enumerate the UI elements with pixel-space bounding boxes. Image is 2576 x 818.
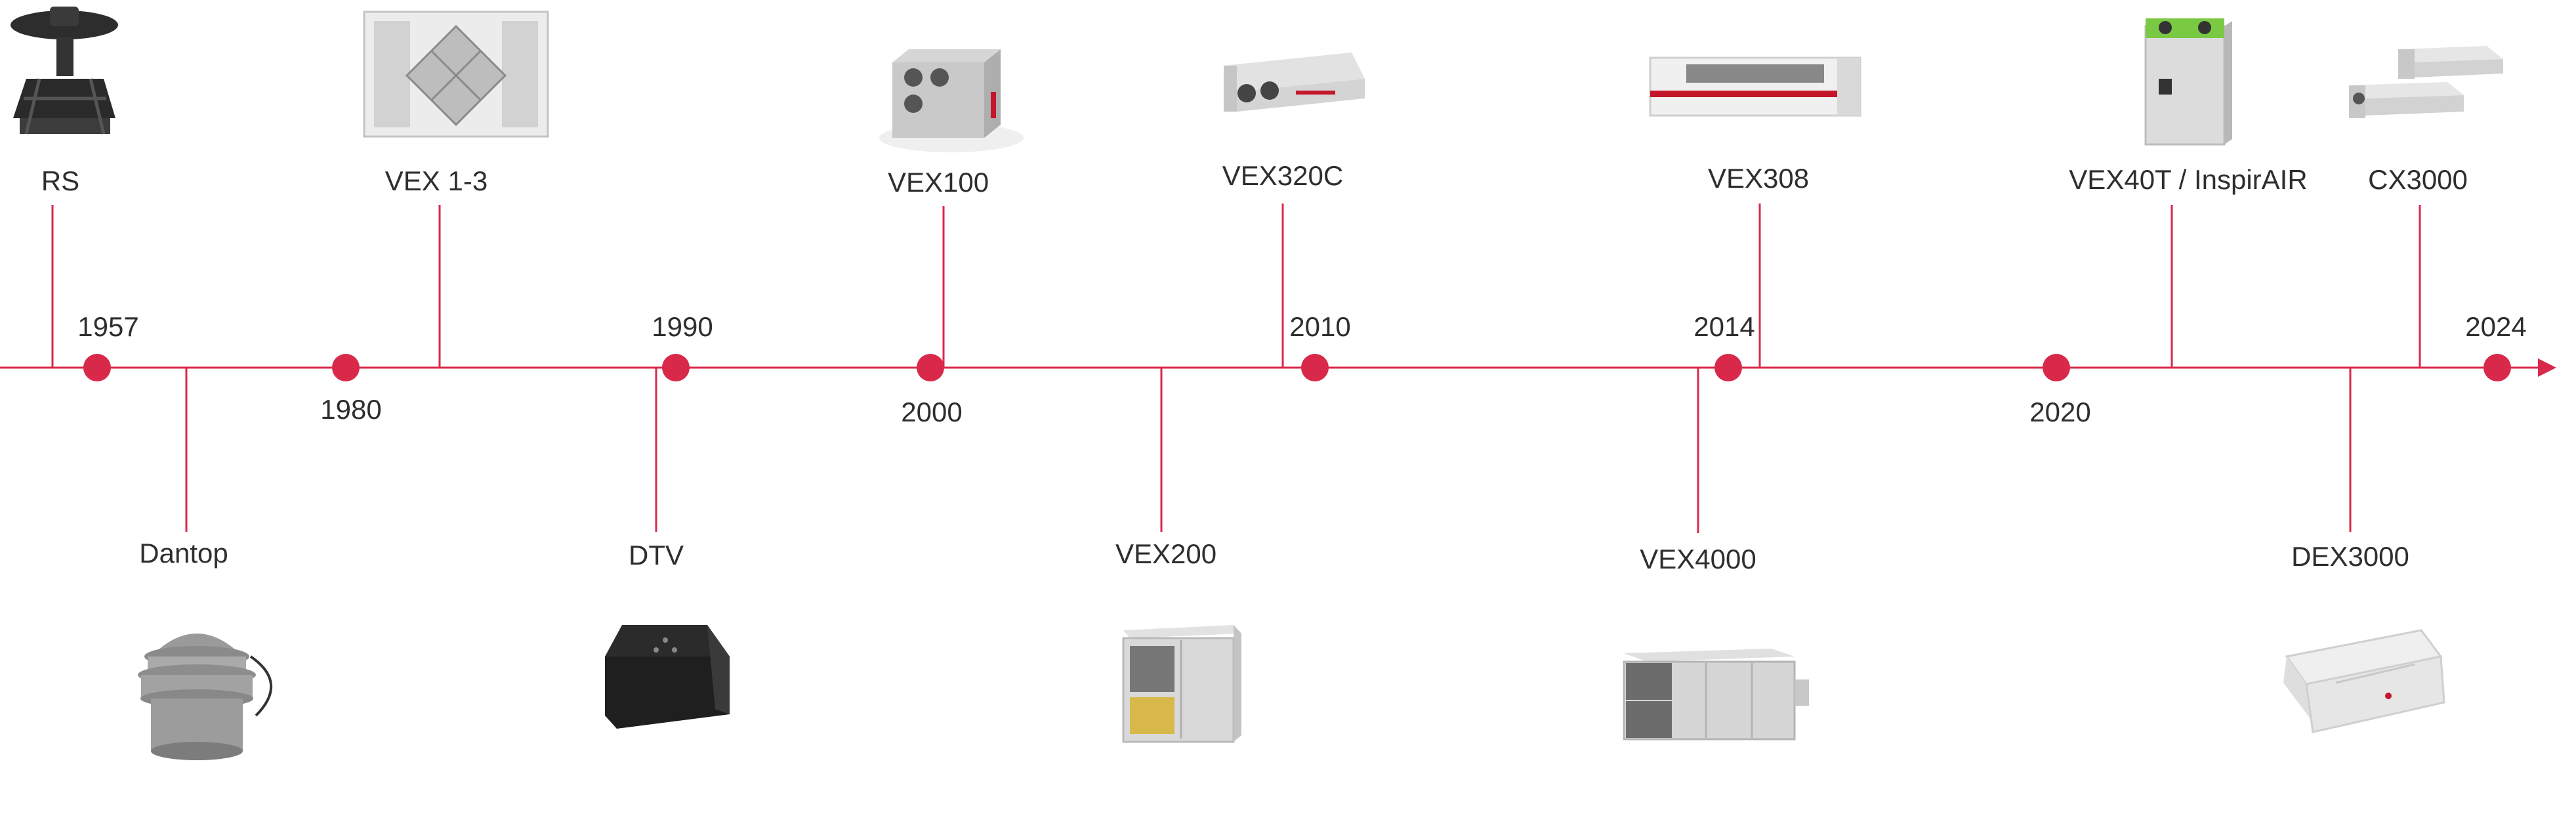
compact-unit-icon (879, 49, 1024, 152)
year-dot (1714, 354, 1742, 381)
product-label: Dantop (139, 538, 228, 569)
vertical-unit-icon (2144, 18, 2232, 146)
product-vex40t-inspirair: VEX40T / InspirAIR (2069, 18, 2308, 368)
year-label: 2014 (1693, 311, 1755, 342)
product-vex100: VEX100 (879, 49, 1024, 368)
year-dot (2043, 354, 2070, 381)
product-label: VEX320C (1222, 160, 1343, 191)
year-dot (332, 354, 360, 381)
product-label: VEX4000 (1640, 544, 1756, 574)
product-label: RS (41, 165, 79, 196)
year-dot (1301, 354, 1329, 381)
year-label: 2010 (1289, 311, 1350, 342)
product-vex308: VEX308 (1649, 56, 1861, 368)
year-marker-2010: 2010 (1289, 311, 1351, 381)
year-dot (662, 354, 690, 381)
year-marker-2014: 2014 (1693, 311, 1755, 381)
stacked-units-icon (2349, 46, 2503, 118)
product-vex320c: VEX320C (1222, 53, 1365, 368)
product-vex200: VEX200 (1115, 368, 1241, 743)
year-marker-1990: 1990 (652, 311, 713, 381)
timeline-arrow-head (2538, 358, 2556, 377)
product-vex4000: VEX4000 (1623, 368, 1809, 741)
year-label: 2020 (2029, 397, 2090, 427)
ceiling-unit-icon (1649, 56, 1861, 117)
year-label: 1957 (77, 311, 138, 342)
product-vex-1-3: VEX 1-3 (363, 11, 549, 368)
rooftop-fan-icon (10, 7, 118, 135)
year-marker-1957: 1957 (77, 311, 139, 381)
product-cx3000: CX3000 (2349, 46, 2503, 368)
product-label: VEX100 (888, 167, 989, 198)
product-label: VEX308 (1708, 163, 1809, 194)
ahu-cabinet-icon (1122, 625, 1241, 743)
product-dantop: Dantop (138, 368, 272, 760)
product-label: VEX 1-3 (385, 165, 488, 196)
flat-unit-icon (1224, 53, 1365, 112)
year-label: 1980 (320, 394, 381, 425)
product-label: CX3000 (2368, 164, 2468, 195)
year-label: 1990 (652, 311, 713, 342)
year-dot (83, 354, 111, 381)
ceiling-cassette-icon (2283, 629, 2445, 733)
product-label: VEX200 (1115, 538, 1216, 569)
year-dot (917, 354, 944, 381)
roof-cowl-icon (138, 634, 272, 760)
year-label: 2024 (2465, 311, 2526, 342)
product-rs: RS (10, 7, 118, 368)
year-marker-2020: 2020 (2029, 354, 2091, 427)
year-marker-2024: 2024 (2465, 311, 2527, 381)
year-label: 2000 (901, 397, 962, 427)
product-dex3000: DEX3000 (2283, 368, 2445, 733)
year-marker-1980: 1980 (320, 354, 382, 425)
product-label: DEX3000 (2291, 541, 2409, 572)
black-roof-fan-icon (605, 625, 730, 729)
product-label: DTV (629, 540, 684, 570)
year-marker-2000: 2000 (901, 354, 963, 427)
heat-exchanger-box-icon (363, 11, 549, 138)
year-dot (2483, 354, 2511, 381)
product-label: VEX40T / InspirAIR (2069, 164, 2307, 195)
large-ahu-icon (1623, 649, 1809, 741)
product-dtv: DTV (605, 368, 730, 729)
